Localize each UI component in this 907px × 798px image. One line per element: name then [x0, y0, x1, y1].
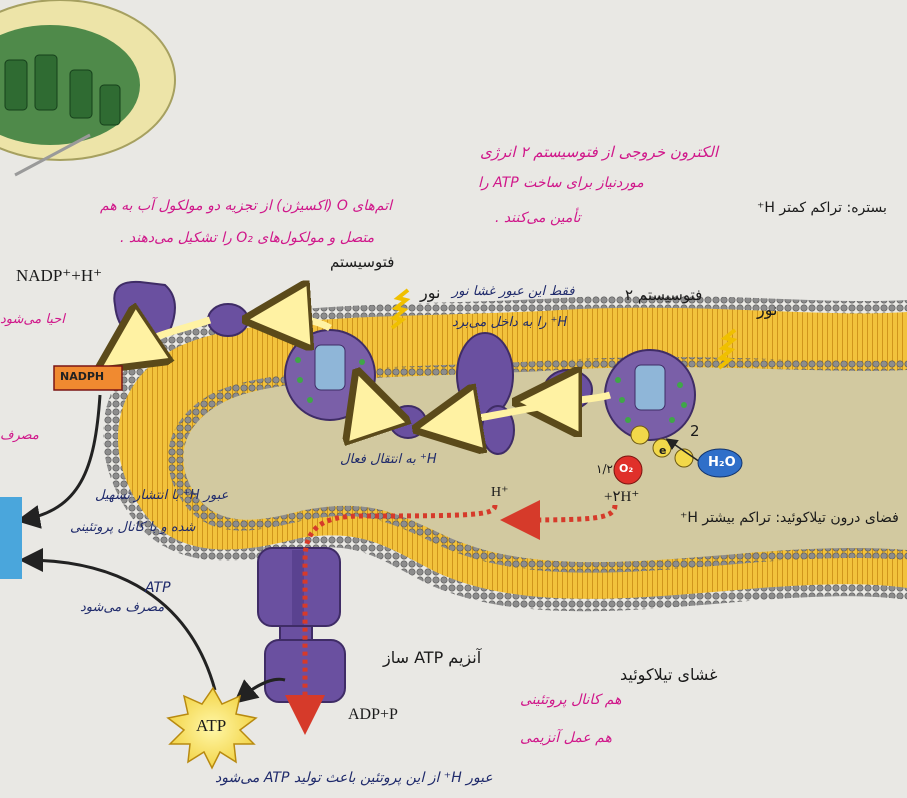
note-atp-used-2: مصرف می‌شود — [80, 600, 164, 615]
note-electron-energy-2: موردنیاز برای ساخت ATP را — [478, 175, 644, 191]
note-light-pump-1: فقط این عبور غشا نور — [452, 284, 574, 299]
note-electron-energy-3: تأمین می‌کنند . — [495, 210, 581, 226]
step-two-label: 2 — [690, 422, 700, 440]
note-light-pump-2: H⁺ را به داخل می‌برد — [452, 315, 567, 330]
note-facilitated-2: شده و با کانال پروتئینی — [70, 520, 195, 535]
o2-label: O₂ — [619, 462, 633, 475]
nadp-label: NADP⁺+H⁺ — [16, 266, 102, 286]
stroma-label: بستره: تراکم کمتر H⁺ — [757, 200, 887, 216]
light-label-2: نور — [757, 300, 777, 319]
note-atp-used-1: ATP — [145, 580, 171, 596]
h-plus-label: H⁺ — [491, 484, 509, 501]
photosystem-2-label: فتوسیستم ۲ — [625, 286, 702, 304]
half-label: ۱/۲ — [596, 462, 613, 476]
atp-label: ATP — [196, 716, 226, 736]
note-channel-enzyme-2: هم عمل آنزیمی — [520, 730, 612, 746]
note-facilitated-1: عبور H⁺ با انتشار تسهیل — [95, 488, 228, 503]
adp-label: ADP+P — [348, 706, 398, 724]
lumen-label: فضای درون تیلاکوئید: تراکم بیشتر H⁺ — [680, 510, 899, 526]
ferredoxin-carrier — [208, 304, 248, 336]
note-electron-energy-1: الکترون خروجی از فتوسیستم ۲ انرژی — [480, 143, 718, 161]
note-consumed: مصرف — [0, 428, 39, 443]
note-active-transport: H⁺ به انتقال فعال — [340, 452, 437, 467]
nadph-label: NADPH — [60, 370, 104, 383]
electron-label: e — [659, 444, 666, 457]
note-channel-enzyme-1: هم کانال پروتئینی — [520, 692, 622, 708]
light-label-1: نور — [420, 283, 440, 302]
photosystem-1 — [285, 330, 375, 420]
membrane-label: غشای تیلاکوئید — [620, 665, 718, 684]
note-reduced: احیا می‌شود — [0, 312, 65, 327]
photosystem-2 — [605, 350, 695, 440]
note-oxygen-2: متصل و مولکول‌های O₂ را تشکیل می‌دهند . — [120, 230, 374, 246]
atp-synthase-label: آنزیم ATP ساز — [383, 648, 481, 667]
h2o-label: H₂O — [708, 455, 736, 470]
photosystem-1-label: فتوسیستم — [330, 253, 394, 271]
note-proton-atp: عبور H⁺ از این پروتئین باعث تولید ATP می… — [215, 770, 493, 786]
calvin-cycle-box — [0, 497, 22, 579]
note-oxygen-1: اتم‌های O (اکسیژن) از تجزیه دو مولکول آب… — [100, 198, 392, 214]
two-h-plus-label: +۲H⁺ — [604, 487, 639, 506]
